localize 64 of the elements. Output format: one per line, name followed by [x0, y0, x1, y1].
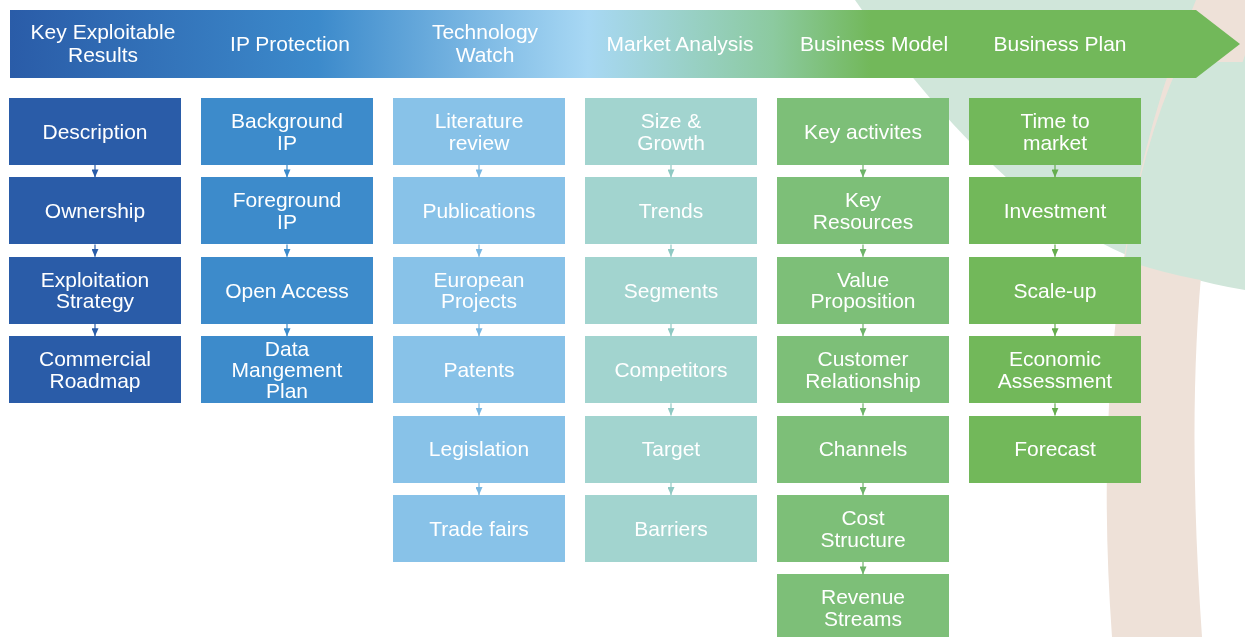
step-box: Background IP — [201, 98, 373, 165]
arrow — [667, 323, 675, 337]
heading-text: Market Analysis — [605, 30, 755, 57]
step-box: Barriers — [585, 495, 757, 562]
arrow — [283, 164, 291, 178]
step-box: Revenue Streams — [777, 574, 949, 637]
arrow — [475, 402, 483, 417]
step-box: Description — [9, 98, 181, 165]
step-box: Forecast — [969, 415, 1141, 483]
step-box: Key activites — [777, 98, 949, 165]
heading-text: IP Protection — [229, 30, 351, 57]
step-box: Competitors — [585, 336, 757, 404]
arrow — [475, 323, 483, 337]
arrow — [91, 323, 99, 337]
step-box: Data Mangement Plan — [201, 336, 373, 404]
heading-text: Technology Watch — [430, 19, 540, 68]
step-box: Open Access — [201, 256, 373, 324]
arrow — [1051, 164, 1059, 178]
arrow — [667, 482, 675, 496]
step-box: Size & Growth — [585, 98, 757, 165]
step-box: Foreground IP — [201, 177, 373, 245]
arrow — [475, 482, 483, 496]
heading-text: Business Plan — [992, 30, 1128, 57]
step-box: Cost Structure — [777, 495, 949, 562]
arrow — [859, 482, 867, 496]
arrow — [1051, 243, 1059, 258]
arrow — [667, 402, 675, 417]
arrow — [667, 243, 675, 258]
step-box: Literature review — [393, 98, 565, 165]
arrow — [1051, 402, 1059, 417]
step-box: Exploitation Strategy — [9, 256, 181, 324]
arrow — [91, 243, 99, 258]
step-box: Ownership — [9, 177, 181, 245]
step-box: Patents — [393, 336, 565, 404]
arrow — [475, 164, 483, 178]
heading-text: Business Model — [798, 30, 950, 57]
arrow — [283, 323, 291, 337]
arrow — [91, 164, 99, 178]
step-box: Publications — [393, 177, 565, 245]
step-box: Value Proposition — [777, 256, 949, 324]
step-box: Commercial Roadmap — [9, 336, 181, 404]
step-box: Legislation — [393, 415, 565, 483]
step-box: Trade fairs — [393, 495, 565, 562]
step-box: Channels — [777, 415, 949, 483]
step-box: Target — [585, 415, 757, 483]
step-box: Customer Relationship — [777, 336, 949, 404]
step-box: Investment — [969, 177, 1141, 245]
step-box: Scale-up — [969, 256, 1141, 324]
arrow — [1051, 323, 1059, 337]
step-box: Segments — [585, 256, 757, 324]
arrow — [475, 243, 483, 258]
arrow — [859, 561, 867, 575]
arrow — [859, 164, 867, 178]
step-box: Key Resources — [777, 177, 949, 245]
arrow — [667, 164, 675, 178]
step-box: European Projects — [393, 256, 565, 324]
heading-text: Key Exploitable Results — [29, 19, 177, 68]
step-box: Time to market — [969, 98, 1141, 165]
arrow — [859, 323, 867, 337]
arrow — [859, 402, 867, 417]
step-box: Trends — [585, 177, 757, 245]
arrow — [859, 243, 867, 258]
arrow — [283, 243, 291, 258]
step-box: Economic Assessment — [969, 336, 1141, 404]
